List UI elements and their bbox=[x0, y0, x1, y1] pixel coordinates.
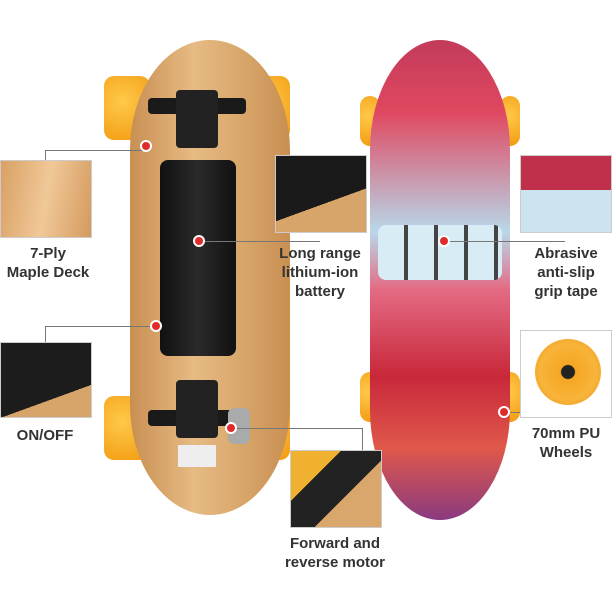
marker-motor bbox=[225, 422, 237, 434]
marker-battery bbox=[193, 235, 205, 247]
inset-grip bbox=[520, 155, 612, 233]
graffiti-teeth bbox=[378, 225, 502, 280]
battery-pack bbox=[160, 160, 236, 356]
grip-tape-deck bbox=[370, 40, 510, 520]
marker-deck bbox=[140, 140, 152, 152]
rear-baseplate bbox=[176, 380, 218, 438]
inset-switch bbox=[0, 342, 92, 418]
marker-wheel bbox=[498, 406, 510, 418]
marker-switch bbox=[150, 320, 162, 332]
inset-wheel bbox=[520, 330, 612, 418]
motor-hub bbox=[228, 408, 250, 444]
sticker bbox=[178, 445, 216, 467]
inset-wood bbox=[0, 160, 92, 238]
inset-motor bbox=[290, 450, 382, 528]
inset-battery bbox=[275, 155, 367, 233]
marker-grip bbox=[438, 235, 450, 247]
front-baseplate bbox=[176, 90, 218, 148]
label-switch: ON/OFF bbox=[16, 427, 74, 444]
